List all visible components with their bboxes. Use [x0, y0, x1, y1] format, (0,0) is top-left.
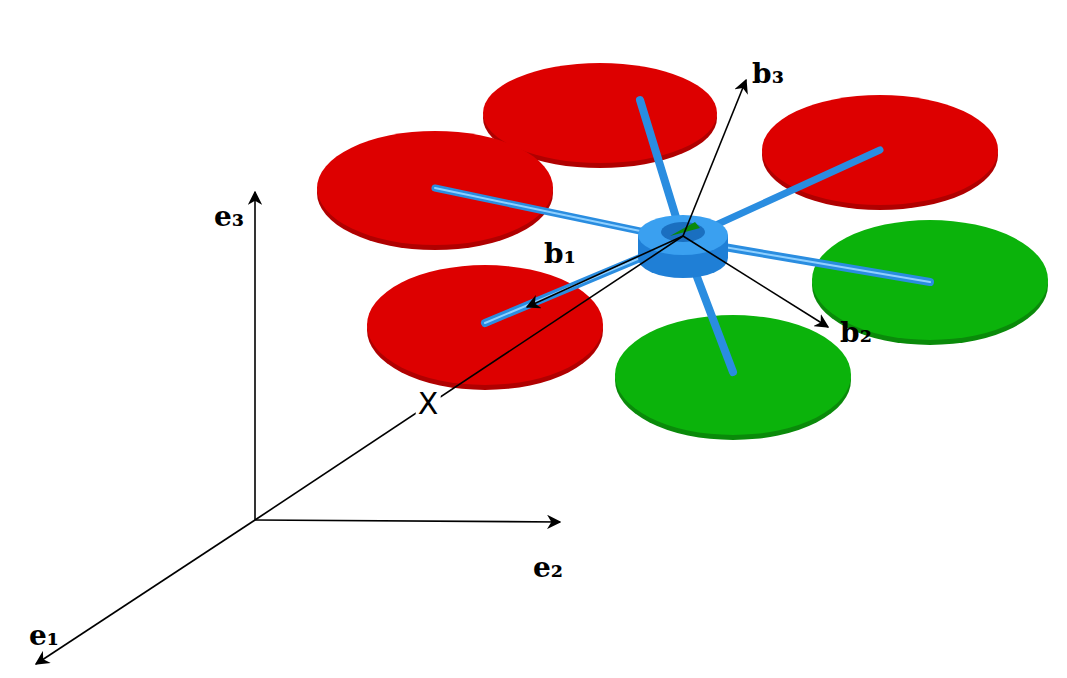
- hub: [638, 215, 728, 278]
- rotor-disks: [317, 63, 1048, 440]
- axis-label: e₁: [27, 621, 61, 651]
- axis-label: b₁: [542, 239, 578, 269]
- axis-label: b₂: [838, 318, 874, 348]
- axes: [36, 80, 828, 664]
- axis-label: b₃: [750, 59, 786, 89]
- position-label: X: [416, 388, 441, 420]
- axis-label: e₃: [212, 202, 246, 232]
- axis-label: e₂: [531, 553, 565, 583]
- rotor-arms: [435, 100, 930, 372]
